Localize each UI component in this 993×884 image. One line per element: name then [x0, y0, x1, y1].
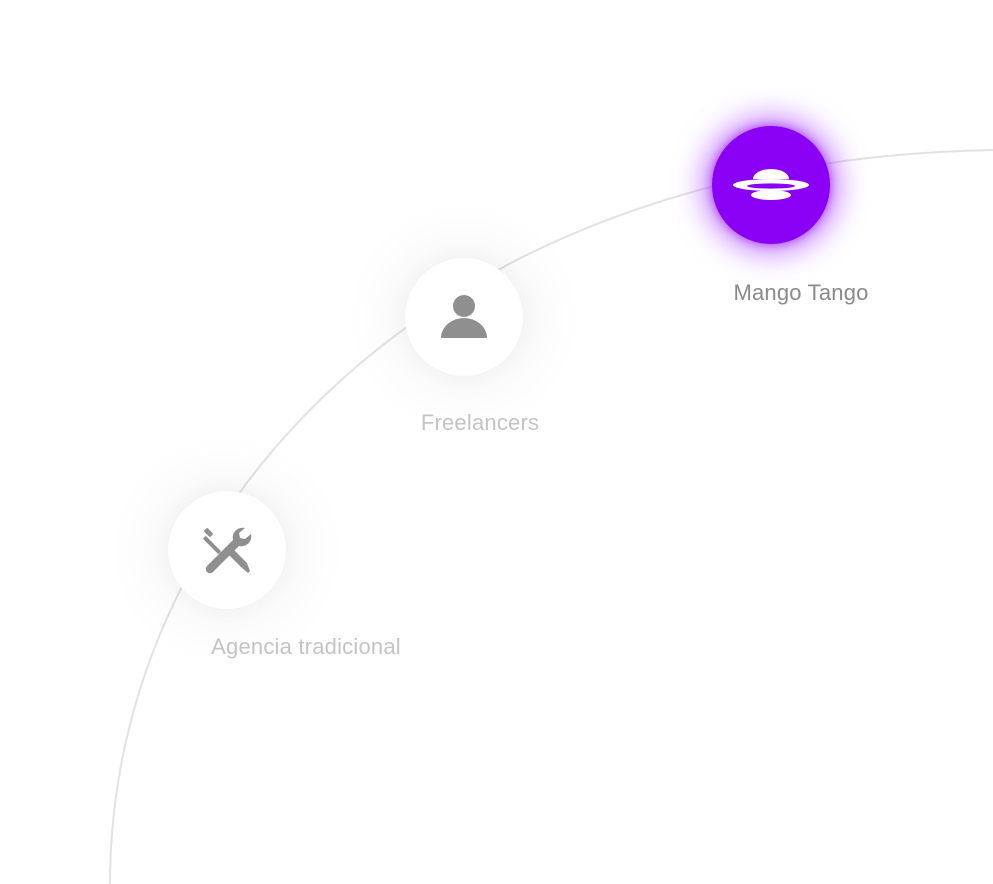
label-agencia-tradicional: Agencia tradicional	[211, 634, 401, 659]
node-freelancers[interactable]	[405, 258, 523, 376]
label-freelancers: Freelancers	[420, 410, 540, 435]
node-agencia-tradicional[interactable]	[168, 491, 286, 609]
wrench-screwdriver-icon	[201, 524, 253, 576]
ufo-icon	[731, 165, 811, 205]
label-mango-tango: Mango Tango	[733, 280, 869, 305]
user-icon	[439, 292, 489, 342]
node-mango-tango[interactable]	[712, 126, 830, 244]
